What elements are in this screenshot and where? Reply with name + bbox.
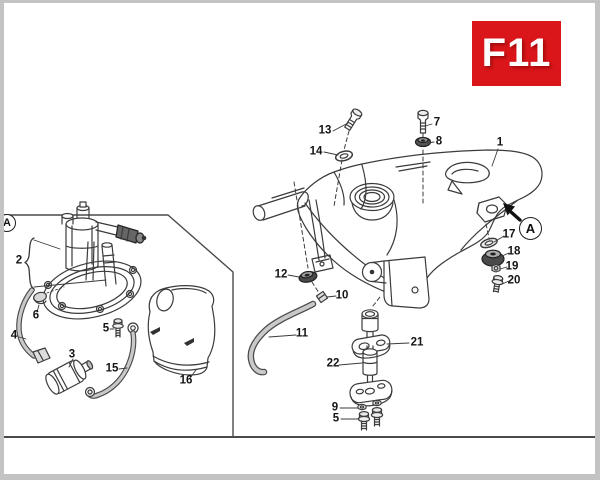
filler-neck [349, 182, 395, 221]
callout-part-10: 10 [335, 289, 349, 302]
pump-flange [42, 260, 142, 320]
view-arrow [503, 203, 522, 222]
hose-15 [84, 322, 139, 399]
alignment-dashes [293, 130, 490, 307]
callout-part-5-main: 5 [332, 412, 340, 425]
pump-body [61, 201, 147, 287]
fuel-filter-3 [45, 359, 94, 395]
washers-9 [357, 399, 382, 411]
fuel-hose-11 [247, 300, 317, 376]
callout-part-4: 4 [10, 329, 18, 342]
callout-part-21: 21 [410, 336, 424, 349]
callout-part-18: 18 [507, 245, 521, 258]
heat-shield-16 [147, 285, 216, 376]
callout-part-17: 17 [502, 228, 516, 241]
grommet-8 [414, 136, 432, 148]
callout-part-3: 3 [68, 348, 76, 361]
nut-19 [491, 263, 501, 273]
callout-part-19: 19 [505, 260, 519, 273]
inset-boundary [1, 214, 234, 438]
bolt-20 [491, 275, 504, 293]
view-marker-a-inset: A [0, 214, 16, 232]
screw-7 [417, 109, 429, 134]
screw-13 [344, 108, 363, 131]
callout-part-22: 22 [326, 357, 340, 370]
callout-part-7: 7 [433, 116, 441, 129]
callout-part-20: 20 [507, 274, 521, 287]
callout-part-8: 8 [435, 135, 443, 148]
damper-18 [481, 249, 505, 267]
callout-part-14: 14 [309, 145, 323, 158]
callout-part-11: 11 [295, 327, 309, 340]
view-marker-a-main: A [519, 217, 542, 240]
tank-front-arms [252, 187, 334, 273]
bracket-2-brace [24, 237, 35, 290]
callout-part-12: 12 [274, 268, 288, 281]
page-code-badge: F11 [472, 21, 561, 86]
leader-lines-main [268, 122, 510, 420]
tank-bottom-mount [361, 256, 430, 309]
hose-4 [16, 287, 51, 364]
callout-part-1: 1 [496, 136, 504, 149]
bolt-5-inset [112, 318, 124, 338]
spacer-22 [349, 345, 393, 407]
bolts-5 [357, 407, 384, 431]
callout-part-2: 2 [15, 254, 23, 267]
cap-6 [33, 291, 47, 305]
mount-pin-21-assembly [351, 309, 391, 359]
callout-part-15: 15 [105, 362, 119, 375]
callout-part-13: 13 [318, 124, 332, 137]
hose-quick-connector-10 [315, 290, 329, 304]
callout-part-6: 6 [32, 309, 40, 322]
callout-part-9: 9 [331, 401, 339, 414]
callout-part-16: 16 [179, 374, 193, 387]
grommet-12 [298, 270, 318, 283]
washer-14 [334, 150, 354, 162]
callout-part-5-inset: 5 [102, 322, 110, 335]
leader-lines-inset [18, 239, 197, 379]
